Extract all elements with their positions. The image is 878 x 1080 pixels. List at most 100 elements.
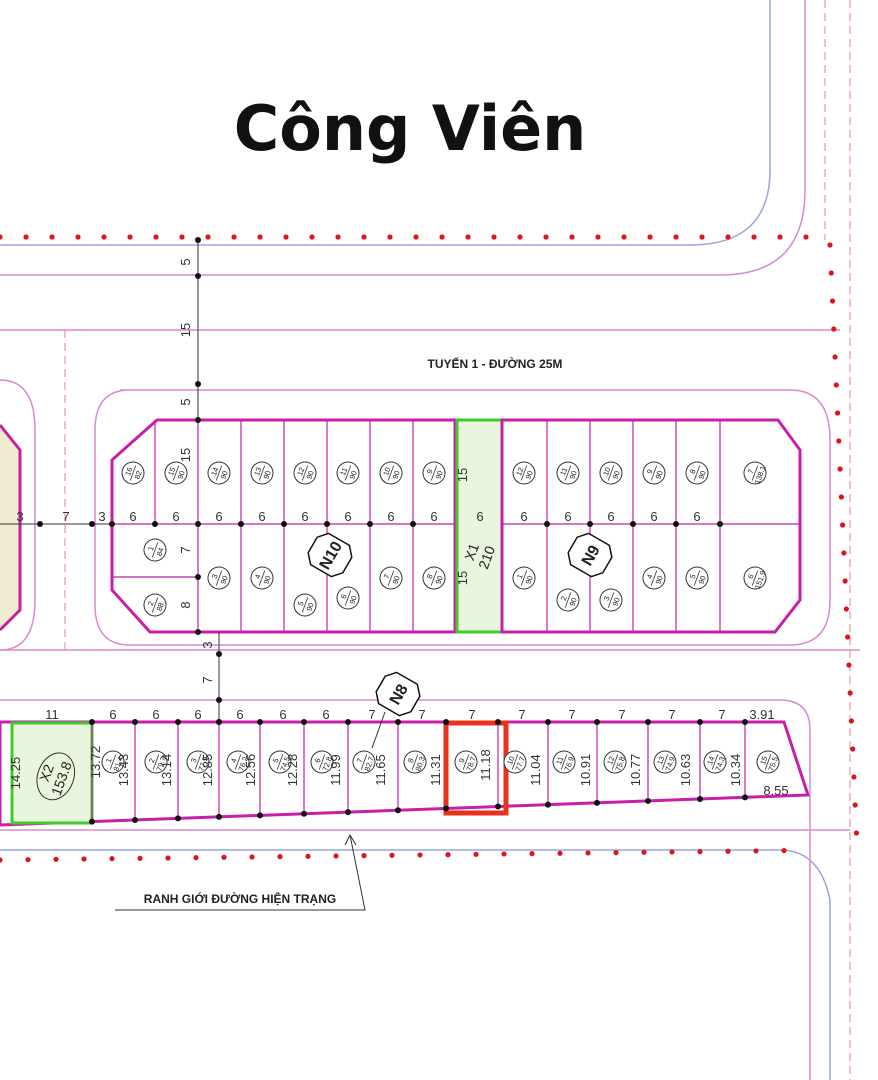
lot-label[interactable]: 288 (141, 591, 169, 619)
lot-label[interactable]: 672.8 (308, 748, 336, 776)
lot-number: 5 (271, 757, 281, 764)
lot-label[interactable]: 184 (141, 536, 169, 564)
boundary-dot (842, 578, 848, 584)
dimension-node (89, 521, 95, 527)
dimension-node (195, 521, 201, 527)
dimension-node (717, 521, 723, 527)
dimension-node (89, 818, 95, 825)
lot-fraction-bar (520, 570, 528, 586)
boundary-dot (361, 234, 367, 240)
dimension-label: 6 (693, 509, 700, 524)
lot-number: 13 (252, 466, 263, 477)
dimension-node (257, 812, 263, 819)
lot-label[interactable]: 490 (640, 564, 668, 592)
lot-area: 90 (611, 469, 622, 480)
dimension-node (630, 521, 636, 527)
lot-label[interactable]: 782.7 (350, 748, 378, 776)
lot-label[interactable]: 590 (683, 564, 711, 592)
boundary-dot (843, 606, 849, 612)
lot-label[interactable]: 390 (205, 564, 233, 592)
boundary-dot (836, 438, 842, 444)
boundary-dot (309, 234, 315, 240)
lot-fraction-bar (661, 754, 669, 770)
lot-label[interactable]: 990 (420, 459, 448, 487)
dimension-nodes (37, 237, 748, 825)
lot-fraction-bar (152, 754, 160, 770)
boundary-dot (837, 466, 843, 472)
lot-label[interactable]: 377.9 (184, 748, 212, 776)
lot-fraction-bar (318, 754, 326, 770)
dimension-label: 6 (129, 509, 136, 524)
lot-label-highlighted[interactable]: 978.7 (452, 748, 480, 776)
dimension-label: 6 (430, 509, 437, 524)
dimension-node (395, 807, 401, 814)
lot-label[interactable]: 574.5 (266, 748, 294, 776)
dimension-label: 6 (564, 509, 571, 524)
lot-label[interactable]: 490 (248, 564, 276, 592)
lot-label[interactable]: 790 (377, 564, 405, 592)
dimension-label: 6 (650, 509, 657, 524)
dimension-node (152, 521, 158, 527)
lot-label[interactable]: 279.7 (142, 748, 170, 776)
lot-number: 11 (558, 466, 569, 476)
boundary-dot (473, 851, 479, 857)
lot-label[interactable]: 190 (510, 564, 538, 592)
block-left-partial (0, 424, 22, 632)
dimension-label: 15 (455, 468, 470, 482)
lot-label[interactable]: 181.4 (99, 748, 127, 776)
lot-label[interactable]: 890 (420, 564, 448, 592)
boundary-dot (851, 774, 857, 780)
lot-number: 4 (229, 757, 239, 764)
dimension-node (345, 809, 351, 816)
lot-number: 9 (457, 757, 467, 764)
lot-label[interactable]: 990 (640, 459, 668, 487)
dimension-label: 11 (45, 707, 59, 722)
boundary-dot (335, 234, 341, 240)
boundary-dot (231, 234, 237, 240)
boundary-dot (491, 234, 497, 240)
lot-fraction-bar (344, 590, 352, 606)
boundary-dot (387, 234, 393, 240)
boundary-dot (834, 410, 841, 416)
lot-label[interactable]: 476.2 (224, 748, 252, 776)
dimension-label: 11.65 (373, 754, 388, 786)
lot-label[interactable]: 590 (291, 591, 319, 619)
dimension-label: 13.72 (88, 746, 103, 779)
boundary-dot (847, 690, 853, 696)
lot-fraction-bar (764, 754, 772, 770)
boundary-dot (845, 634, 851, 640)
dashed-guides (64, 0, 851, 1080)
lot-label[interactable]: 290 (554, 586, 582, 614)
lot-label[interactable]: 690 (334, 584, 362, 612)
dimension-label: 6 (344, 509, 351, 524)
lot-label[interactable]: 890 (683, 459, 711, 487)
lot-area: 84 (155, 546, 166, 557)
dimension-label: 10.34 (728, 754, 743, 787)
lot-label[interactable]: 880.3 (401, 748, 429, 776)
lot-fraction-bar (430, 570, 438, 586)
dimension-node (594, 719, 600, 725)
lot-label[interactable]: 390 (597, 586, 625, 614)
highlighted-lot-frame[interactable] (443, 720, 509, 816)
dimension-node (673, 521, 679, 527)
